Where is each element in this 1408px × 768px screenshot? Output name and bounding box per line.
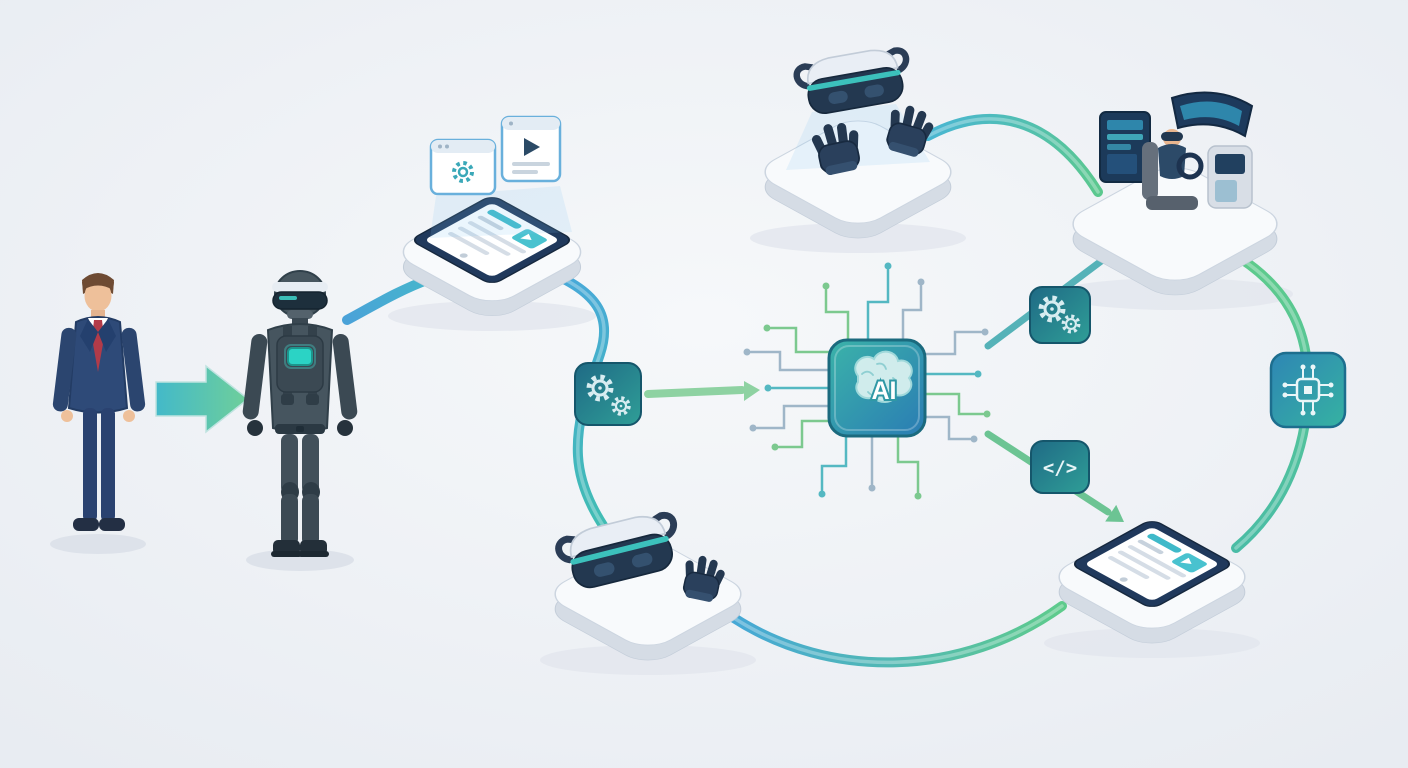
- vr-visor-icon: [272, 291, 328, 310]
- circuit-traces: [743, 262, 991, 500]
- platform-simulator: [1072, 91, 1278, 296]
- arrowhead-icon: [744, 381, 760, 401]
- simulator-seat: [1142, 142, 1158, 200]
- face: [84, 280, 112, 312]
- projection-beam: [430, 186, 572, 238]
- circuit-chip-node: [1269, 351, 1347, 429]
- left-leg: [281, 434, 298, 494]
- arrow-gears-to-ai: [644, 386, 746, 398]
- floating-windows: [429, 115, 572, 238]
- chest-display: [287, 347, 313, 366]
- platform-tablet-top: [402, 193, 582, 316]
- circuit-chip-icon: [1282, 364, 1334, 416]
- pilot-headset-icon: [1161, 132, 1183, 141]
- right-shoe: [99, 518, 125, 531]
- right-leg: [101, 408, 115, 522]
- simulator-cockpit: [1099, 91, 1254, 210]
- steering-wheel-icon: [1176, 152, 1204, 180]
- ai-label: AI: [872, 377, 897, 405]
- transformation-arrow-icon: [155, 364, 250, 434]
- left-arm: [52, 327, 77, 412]
- path-vr-top-to-simulator: [923, 113, 1103, 197]
- ai-core-node: AI: [743, 262, 991, 500]
- play-icon: [524, 138, 540, 156]
- left-arm: [242, 333, 268, 420]
- soldier-vr-trainee-figure: [242, 270, 358, 557]
- brain-icon: [854, 350, 913, 403]
- browser-window-gear: [429, 138, 497, 196]
- gears-node-left: [574, 362, 642, 426]
- path-tablet-bottom-to-vr-bottom: [729, 601, 1067, 668]
- right-arm: [121, 327, 146, 412]
- gear-icon: [452, 161, 474, 183]
- left-leg: [83, 408, 97, 522]
- left-shoe: [73, 518, 99, 531]
- browser-window-video: [500, 115, 562, 183]
- code-node: </>: [1030, 440, 1090, 494]
- business-person-figure: [52, 273, 146, 531]
- right-arm: [332, 333, 358, 420]
- platform-vr-gear-bottom: [542, 509, 742, 661]
- gears-node-right: [1029, 286, 1091, 344]
- platform-tablet-bottom: [1058, 517, 1246, 644]
- platform-vr-gear-top: [764, 45, 952, 239]
- arrowhead-icon: [1105, 504, 1124, 522]
- code-icon: </>: [1043, 457, 1077, 479]
- right-leg: [302, 434, 319, 494]
